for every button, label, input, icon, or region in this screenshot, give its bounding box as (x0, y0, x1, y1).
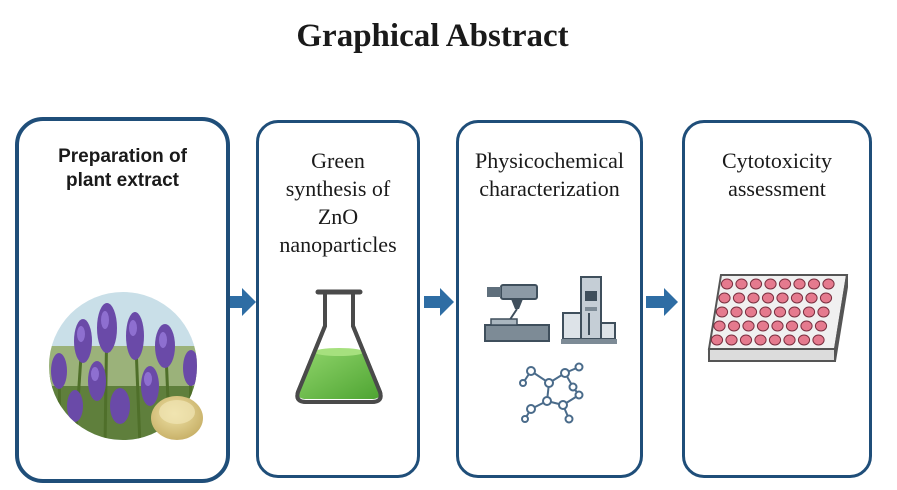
well (793, 278, 806, 290)
well (727, 320, 741, 332)
step-label-line: Preparation of (58, 146, 187, 167)
arrow-right-icon (646, 288, 678, 316)
well (785, 320, 799, 332)
plant-photo-icon (49, 292, 203, 440)
step-panel-green-synthesis: Green synthesis of ZnO nanoparticles (256, 120, 420, 478)
step-label-line: plant extract (66, 170, 179, 192)
well (742, 320, 755, 332)
step-panel-cytotoxicity: Cytotoxicity assessment (682, 120, 872, 478)
step-label-line: Cytotoxicity (722, 148, 832, 173)
well (754, 334, 767, 346)
well-plate-icon (707, 274, 849, 362)
well (744, 306, 758, 318)
flask-icon (295, 289, 383, 404)
well (764, 278, 777, 290)
molecule-network-icon (519, 362, 584, 424)
spectrometer-icon (561, 276, 617, 344)
step-label-line: Green (311, 148, 365, 173)
well (783, 334, 796, 346)
well (788, 306, 801, 318)
step-label-line: ZnO (317, 204, 359, 230)
step-panel-characterization: Physicochemical characterization (456, 120, 643, 478)
step-label: Preparation of plant extract (19, 145, 226, 194)
step-label-line: synthesis of (285, 176, 391, 202)
well (790, 292, 804, 304)
well (759, 306, 772, 318)
step-label-line: nanoparticles (279, 232, 397, 258)
step-label-line: characterization (479, 176, 620, 202)
well (800, 320, 813, 332)
step-panel-plant-extract: Preparation of plant extract (15, 117, 230, 483)
well (797, 334, 811, 346)
well (720, 278, 734, 290)
step-label-line: Physicochemical (474, 148, 625, 173)
well (812, 334, 825, 346)
arrow-right-icon (230, 288, 256, 316)
well (732, 292, 746, 304)
well (718, 292, 731, 304)
well (814, 320, 828, 332)
well (713, 320, 726, 332)
well (749, 278, 763, 290)
well (761, 292, 775, 304)
step-label: Cytotoxicity assessment (685, 147, 869, 203)
step-label: Green synthesis of ZnO nanoparticles (259, 147, 417, 260)
well (805, 292, 818, 304)
well (773, 306, 787, 318)
well (807, 278, 821, 290)
well (715, 306, 729, 318)
step-label: Physicochemical characterization (459, 147, 640, 203)
well (710, 334, 724, 346)
well (735, 278, 748, 290)
well (747, 292, 760, 304)
well (768, 334, 782, 346)
well (730, 306, 743, 318)
well (776, 292, 789, 304)
well (778, 278, 792, 290)
step-label-line: assessment (728, 176, 826, 202)
well (756, 320, 770, 332)
well (739, 334, 753, 346)
well (771, 320, 784, 332)
well (817, 306, 830, 318)
microscope-icon (484, 284, 550, 342)
arrow-right-icon (424, 288, 454, 316)
page-title: Graphical Abstract (296, 18, 569, 54)
well (802, 306, 816, 318)
well (819, 292, 833, 304)
well (822, 278, 835, 290)
well (725, 334, 738, 346)
